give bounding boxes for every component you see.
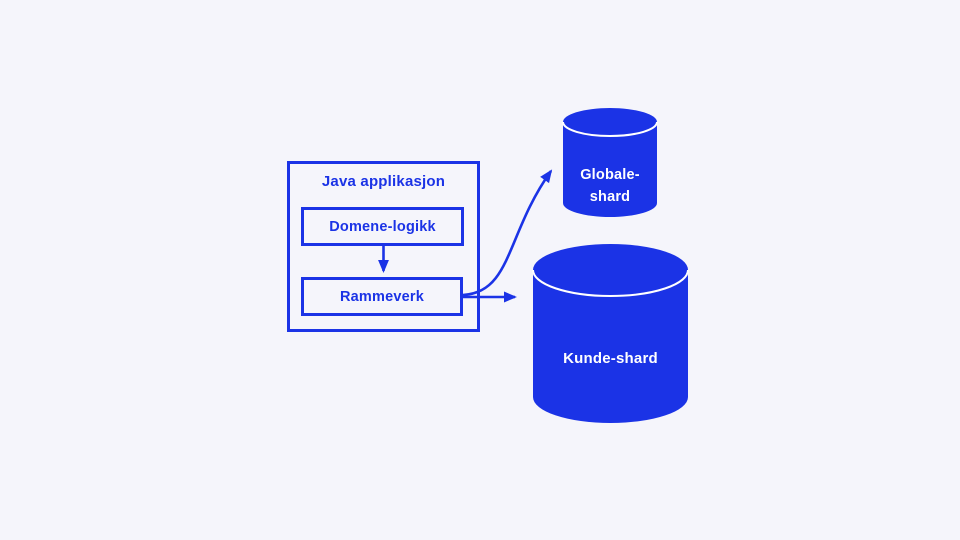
java-application-box: Java applikasjon bbox=[287, 161, 480, 332]
framework-label: Rammeverk bbox=[339, 288, 425, 305]
framework-node: Rammeverk bbox=[301, 277, 463, 316]
customer-shard-label: Kunde-shard bbox=[563, 350, 658, 367]
domain-logic-node: Domene-logikk bbox=[301, 207, 464, 246]
java-application-title: Java applikasjon bbox=[321, 173, 446, 190]
domain-logic-label: Domene-logikk bbox=[329, 218, 436, 235]
customer-shard-cylinder bbox=[532, 244, 689, 424]
global-shard-label-line1: Globale- bbox=[580, 167, 640, 183]
global-shard-label: Globale- shard bbox=[563, 164, 657, 208]
global-shard-label-line2: shard bbox=[589, 189, 631, 205]
